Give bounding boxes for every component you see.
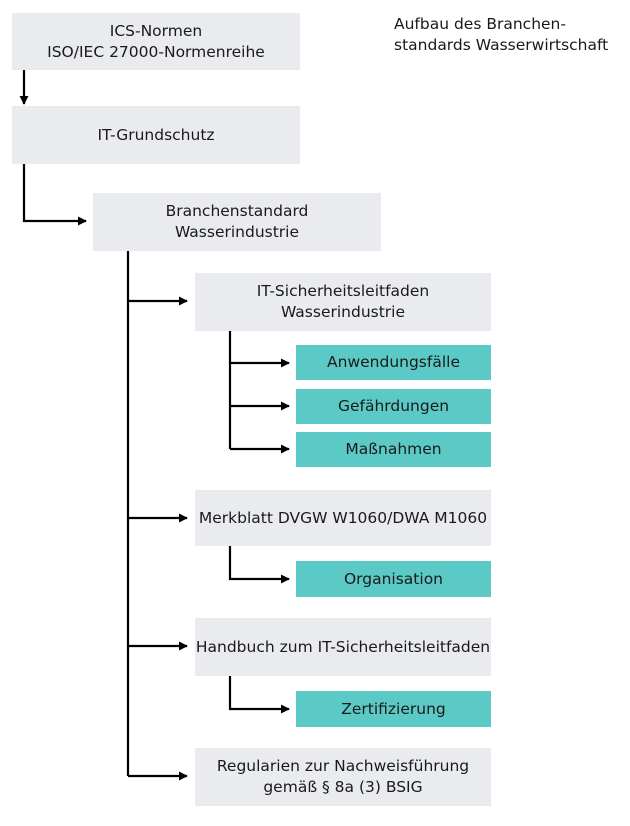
node-handbuch-label: Handbuch zum IT-Sicherheitsleitfaden — [195, 637, 491, 656]
node-regularien-line-2: gemäß § 8a (3) BSIG — [263, 778, 423, 796]
connector-to-zertifizierung — [228, 676, 290, 714]
node-massnahmen: Maßnahmen — [296, 432, 491, 467]
node-gefaehrdungen: Gefährdungen — [296, 389, 491, 424]
node-zertifizierung-label: Zertifizierung — [341, 699, 446, 718]
node-massnahmen-label: Maßnahmen — [345, 440, 442, 458]
node-branchenstandard-line-2: Wasserindustrie — [174, 223, 300, 241]
node-zertifizierung: Zertifizierung — [296, 691, 491, 727]
node-anwendungsfaelle: Anwendungsfälle — [296, 345, 491, 380]
connector-to-organisation — [228, 546, 290, 584]
node-handbuch: Handbuch zum IT-Sicherheitsleitfaden — [195, 618, 491, 676]
node-branchenstandard-line-1: Branchenstandard — [165, 202, 309, 220]
node-regularien: Regularien zur Nachweisführung gemäß § 8… — [195, 748, 491, 806]
caption-line-1: Aufbau des Branchen- — [394, 15, 566, 33]
node-grundschutz-label: IT-Grundschutz — [97, 125, 215, 144]
node-it-grundschutz: IT-Grundschutz — [12, 106, 300, 164]
node-anwendungsfaelle-label: Anwendungsfälle — [327, 353, 460, 371]
node-organisation: Organisation — [296, 561, 491, 597]
node-gefaehrdungen-label: Gefährdungen — [337, 397, 450, 415]
node-leitfaden-line-2: Wasserindustrie — [280, 303, 406, 321]
node-branchenstandard: Branchenstandard Wasserindustrie — [93, 193, 381, 251]
node-ics-line-2: ISO/IEC 27000-Normenreihe — [47, 42, 265, 61]
node-organisation-label: Organisation — [343, 569, 444, 588]
node-ics-normen: ICS-Normen ISO/IEC 27000-Normenreihe — [12, 13, 300, 70]
node-leitfaden-line-1: IT-Sicherheitsleitfaden — [256, 282, 430, 300]
diagram-caption: Aufbau des Branchen- standards Wasserwir… — [394, 14, 624, 56]
node-merkblatt: Merkblatt DVGW W1060/DWA M1060 — [195, 490, 491, 546]
node-ics-line-1: ICS-Normen — [109, 21, 203, 40]
connector-grundschutz-to-branchenstandard — [22, 164, 87, 226]
node-regularien-line-1: Regularien zur Nachweisführung — [216, 757, 470, 775]
node-it-sicherheitsleitfaden: IT-Sicherheitsleitfaden Wasserindustrie — [195, 273, 491, 331]
node-merkblatt-label: Merkblatt DVGW W1060/DWA M1060 — [198, 508, 488, 527]
caption-line-2: standards Wasserwirtschaft — [394, 36, 609, 54]
